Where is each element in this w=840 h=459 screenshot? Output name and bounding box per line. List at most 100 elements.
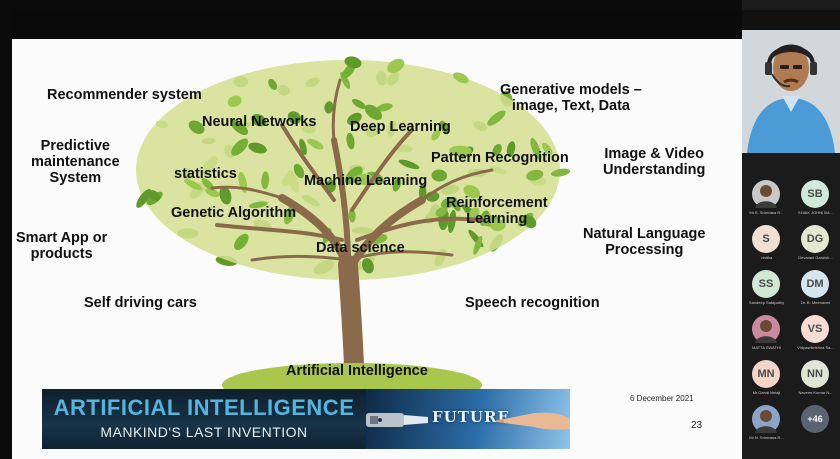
- slide-page-number: 23: [691, 420, 703, 431]
- label-natural-language-processing: Natural Language Processing: [583, 226, 705, 258]
- tree-leaf: [392, 177, 402, 192]
- participant-name: Naveen Kumar N...: [798, 390, 833, 395]
- tree-leaf: [283, 204, 296, 225]
- tree-leaf: [344, 56, 362, 69]
- label-neural-networks: Neural Networks: [202, 114, 317, 130]
- banner-right-panel: FUTURE: [366, 389, 570, 449]
- tree-leaf: [136, 188, 152, 208]
- label-artificial-intelligence: Artificial Intelligence: [286, 363, 428, 379]
- ai-banner: ARTIFICIAL INTELLIGENCE MANKIND'S LAST I…: [42, 389, 570, 449]
- label-line: maintenance: [31, 154, 120, 171]
- label-self-driving-cars: Self driving cars: [84, 295, 197, 311]
- label-line: Image & Video: [604, 146, 704, 162]
- tree-trunk: [210, 78, 494, 375]
- label-line: Learning: [466, 211, 528, 228]
- tree-leaf: [439, 120, 450, 135]
- tree-leaf: [435, 206, 448, 217]
- tree-leaf: [219, 186, 232, 205]
- participant-name: Mr.N. Srinivasa R...: [749, 435, 784, 440]
- participant-name: Vidyasrikrishna Sa...: [797, 345, 834, 350]
- participant-name: MATTA SWATHI: [752, 345, 781, 350]
- tree-leaf: [551, 168, 571, 177]
- participant-name: SHAIK JOHNI BA...: [798, 210, 833, 215]
- label-line: Generative models –: [500, 82, 642, 98]
- tree-leaf: [230, 119, 249, 136]
- banner-left-panel: ARTIFICIAL INTELLIGENCE MANKIND'S LAST I…: [42, 389, 366, 449]
- participant-tile[interactable]: Mr.S. Srinivasa R...: [742, 178, 791, 217]
- participant-tile[interactable]: DG Devarani Ganesh...: [791, 223, 840, 262]
- label-line: image, Text, Data: [511, 98, 631, 115]
- tree-leaf: [346, 132, 355, 150]
- tree-leaf: [487, 110, 506, 126]
- tree-leaf: [453, 72, 469, 84]
- label-predictive-maintenance: Predictive maintenance System: [31, 138, 120, 187]
- tree-leaf: [451, 199, 461, 212]
- robot-hand-icon: [366, 413, 428, 427]
- tree-leaf: [148, 190, 160, 202]
- tree-leaf: [376, 103, 393, 112]
- label-speech-recognition: Speech recognition: [465, 295, 600, 311]
- tree-leaf: [251, 113, 267, 127]
- label-line: System: [49, 170, 102, 187]
- slide-top-bar: [12, 10, 742, 39]
- banner-title: ARTIFICIAL INTELLIGENCE: [53, 395, 355, 420]
- tree-leaf: [448, 209, 456, 233]
- label-genetic-algorithm: Genetic Algorithm: [171, 205, 297, 221]
- presenter-video[interactable]: [742, 10, 840, 153]
- tree-leaf: [463, 185, 481, 199]
- tree-leaf: [361, 258, 374, 274]
- banner-subtitle: MANKIND'S LAST INVENTION: [100, 424, 308, 440]
- tree-leaf: [541, 142, 553, 156]
- participant-tile[interactable]: MATTA SWATHI: [742, 313, 791, 352]
- tree-leaf: [530, 137, 542, 160]
- tree-leaf: [205, 188, 220, 198]
- participant-tile[interactable]: +46: [791, 403, 840, 442]
- participant-avatar: +46: [801, 405, 829, 433]
- tree-leaf: [261, 171, 270, 190]
- participant-tile[interactable]: Mr.N. Srinivasa R...: [742, 403, 791, 442]
- tree-leaf: [526, 169, 544, 181]
- label-smart-app: Smart App or products: [16, 230, 107, 262]
- participant-photo-icon: [752, 180, 780, 208]
- tree-leaf: [449, 145, 472, 156]
- tree-leaf: [387, 58, 405, 73]
- tree-leaf: [231, 138, 249, 156]
- participant-avatar: DG: [801, 225, 829, 253]
- tree-leaf: [469, 207, 480, 220]
- participant-tile[interactable]: SS Sandeep Satapathy: [742, 268, 791, 307]
- tree-leaf: [248, 201, 268, 209]
- tree-leaf: [352, 98, 366, 109]
- label-image-video-understanding: Image & Video Understanding: [603, 146, 705, 178]
- participant-avatar: SS: [752, 270, 780, 298]
- slide-date: 6 December 2021: [630, 394, 694, 403]
- tree-leaf: [248, 142, 267, 154]
- tree-leaf: [268, 78, 278, 90]
- tree-leaf: [431, 129, 441, 141]
- participant-name: Devarani Ganesh...: [798, 255, 833, 260]
- label-generative-models: Generative models – image, Text, Data: [500, 82, 642, 114]
- label-deep-learning: Deep Learning: [350, 119, 451, 135]
- human-hand-icon: [496, 412, 570, 430]
- label-reinforcement-learning: Reinforcement Learning: [446, 195, 548, 227]
- ai-tree-illustration: [136, 56, 571, 407]
- tree-leaf: [293, 163, 305, 179]
- label-statistics: statistics: [174, 166, 237, 182]
- tree-leaf: [344, 166, 363, 185]
- label-line: Understanding: [603, 162, 706, 179]
- tree-leaf: [522, 215, 537, 229]
- participant-avatar: S: [752, 225, 780, 253]
- tree-leaf: [364, 104, 383, 120]
- presenter-avatar-icon: [742, 10, 840, 153]
- participant-name: Sandeep Satapathy: [748, 300, 785, 305]
- participant-name: Dr. B. Meenaxmi: [800, 300, 831, 305]
- participant-photo-icon: [752, 405, 780, 433]
- participant-avatar: MN: [752, 360, 780, 388]
- tree-leaf: [492, 143, 502, 156]
